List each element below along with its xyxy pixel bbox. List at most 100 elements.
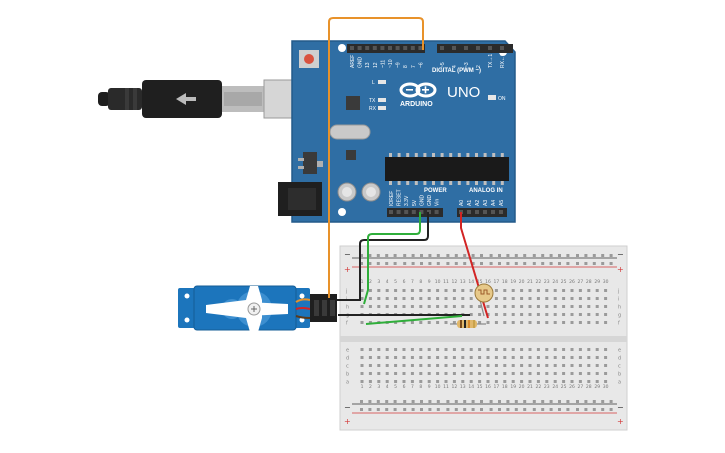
- rail-hole[interactable]: [385, 254, 389, 257]
- terminal-hole[interactable]: [553, 380, 557, 383]
- terminal-hole[interactable]: [604, 364, 608, 367]
- digital-pin-hole[interactable]: [488, 46, 492, 50]
- terminal-hole[interactable]: [503, 364, 507, 367]
- terminal-hole[interactable]: [444, 297, 448, 300]
- rail-hole[interactable]: [411, 408, 415, 411]
- terminal-hole[interactable]: [578, 348, 582, 351]
- terminal-hole[interactable]: [461, 289, 465, 292]
- terminal-hole[interactable]: [410, 297, 414, 300]
- terminal-hole[interactable]: [511, 348, 515, 351]
- rail-hole[interactable]: [541, 254, 545, 257]
- terminal-hole[interactable]: [444, 348, 448, 351]
- resistor-icon[interactable]: [450, 320, 486, 328]
- power-pin-hole[interactable]: [434, 210, 439, 214]
- terminal-hole[interactable]: [570, 313, 574, 316]
- terminal-hole[interactable]: [452, 321, 456, 324]
- breadboard[interactable]: − + − + − + − + 112233445566778899101011…: [339, 245, 628, 431]
- rail-hole[interactable]: [436, 254, 440, 257]
- terminal-hole[interactable]: [377, 364, 381, 367]
- terminal-hole[interactable]: [578, 297, 582, 300]
- rail-hole[interactable]: [576, 262, 579, 265]
- rail-hole[interactable]: [463, 262, 467, 265]
- rail-hole[interactable]: [549, 408, 553, 411]
- terminal-hole[interactable]: [436, 380, 440, 383]
- terminal-hole[interactable]: [436, 305, 440, 308]
- terminal-hole[interactable]: [394, 348, 398, 351]
- rail-hole[interactable]: [576, 400, 579, 403]
- terminal-hole[interactable]: [360, 297, 364, 300]
- terminal-hole[interactable]: [595, 305, 599, 308]
- power-pin-hole[interactable]: [396, 210, 401, 214]
- rail-hole[interactable]: [532, 262, 536, 265]
- rail-hole[interactable]: [446, 262, 450, 265]
- rail-hole[interactable]: [393, 254, 397, 257]
- terminal-hole[interactable]: [511, 289, 515, 292]
- rail-hole[interactable]: [592, 408, 596, 411]
- rail-hole[interactable]: [584, 254, 588, 257]
- wire-green-power[interactable]: [363, 212, 463, 325]
- rail-hole[interactable]: [480, 408, 483, 411]
- terminal-hole[interactable]: [402, 289, 406, 292]
- terminal-hole[interactable]: [528, 356, 532, 359]
- rail-hole[interactable]: [566, 400, 570, 403]
- terminal-hole[interactable]: [410, 348, 414, 351]
- rail-hole[interactable]: [403, 408, 407, 411]
- rail-hole[interactable]: [463, 400, 467, 403]
- terminal-hole[interactable]: [452, 372, 456, 375]
- rail-hole[interactable]: [523, 262, 527, 265]
- terminal-hole[interactable]: [469, 356, 473, 359]
- rail-hole[interactable]: [489, 400, 493, 403]
- rail-hole[interactable]: [376, 254, 380, 257]
- power-pin-hole[interactable]: [389, 210, 393, 214]
- rail-hole[interactable]: [514, 254, 518, 257]
- terminal-hole[interactable]: [528, 364, 532, 367]
- terminal-hole[interactable]: [394, 297, 398, 300]
- terminal-hole[interactable]: [578, 380, 582, 383]
- rail-hole[interactable]: [541, 262, 545, 265]
- terminal-hole[interactable]: [494, 313, 498, 316]
- terminal-hole[interactable]: [360, 289, 364, 292]
- terminal-hole[interactable]: [419, 297, 423, 300]
- terminal-hole[interactable]: [562, 297, 566, 300]
- analog-pin-hole[interactable]: [467, 210, 471, 214]
- terminal-hole[interactable]: [385, 289, 389, 292]
- terminal-hole[interactable]: [385, 297, 389, 300]
- terminal-hole[interactable]: [478, 348, 482, 351]
- terminal-hole[interactable]: [486, 321, 490, 324]
- terminal-hole[interactable]: [478, 321, 482, 324]
- terminal-hole[interactable]: [452, 380, 456, 383]
- terminal-hole[interactable]: [427, 356, 431, 359]
- terminal-hole[interactable]: [520, 321, 524, 324]
- digital-pin-hole[interactable]: [452, 46, 456, 50]
- terminal-hole[interactable]: [511, 372, 515, 375]
- terminal-hole[interactable]: [444, 372, 448, 375]
- rail-hole[interactable]: [558, 254, 561, 257]
- terminal-hole[interactable]: [402, 305, 406, 308]
- terminal-hole[interactable]: [503, 380, 507, 383]
- rail-hole[interactable]: [393, 400, 397, 403]
- rail-hole[interactable]: [609, 408, 613, 411]
- terminal-hole[interactable]: [553, 313, 557, 316]
- terminal-hole[interactable]: [562, 289, 566, 292]
- terminal-hole[interactable]: [587, 305, 591, 308]
- terminal-hole[interactable]: [427, 372, 431, 375]
- rail-hole[interactable]: [385, 408, 389, 411]
- rail-hole[interactable]: [566, 254, 570, 257]
- rail-hole[interactable]: [436, 262, 440, 265]
- terminal-hole[interactable]: [528, 380, 532, 383]
- terminal-hole[interactable]: [604, 372, 608, 375]
- terminal-hole[interactable]: [368, 348, 372, 351]
- terminal-hole[interactable]: [368, 372, 372, 375]
- terminal-hole[interactable]: [545, 313, 549, 316]
- terminal-hole[interactable]: [503, 289, 507, 292]
- terminal-hole[interactable]: [461, 364, 465, 367]
- terminal-hole[interactable]: [545, 289, 549, 292]
- terminal-hole[interactable]: [385, 356, 389, 359]
- terminal-hole[interactable]: [394, 356, 398, 359]
- terminal-hole[interactable]: [520, 289, 524, 292]
- terminal-hole[interactable]: [427, 364, 431, 367]
- rail-hole[interactable]: [480, 400, 483, 403]
- terminal-hole[interactable]: [486, 380, 490, 383]
- terminal-hole[interactable]: [419, 289, 423, 292]
